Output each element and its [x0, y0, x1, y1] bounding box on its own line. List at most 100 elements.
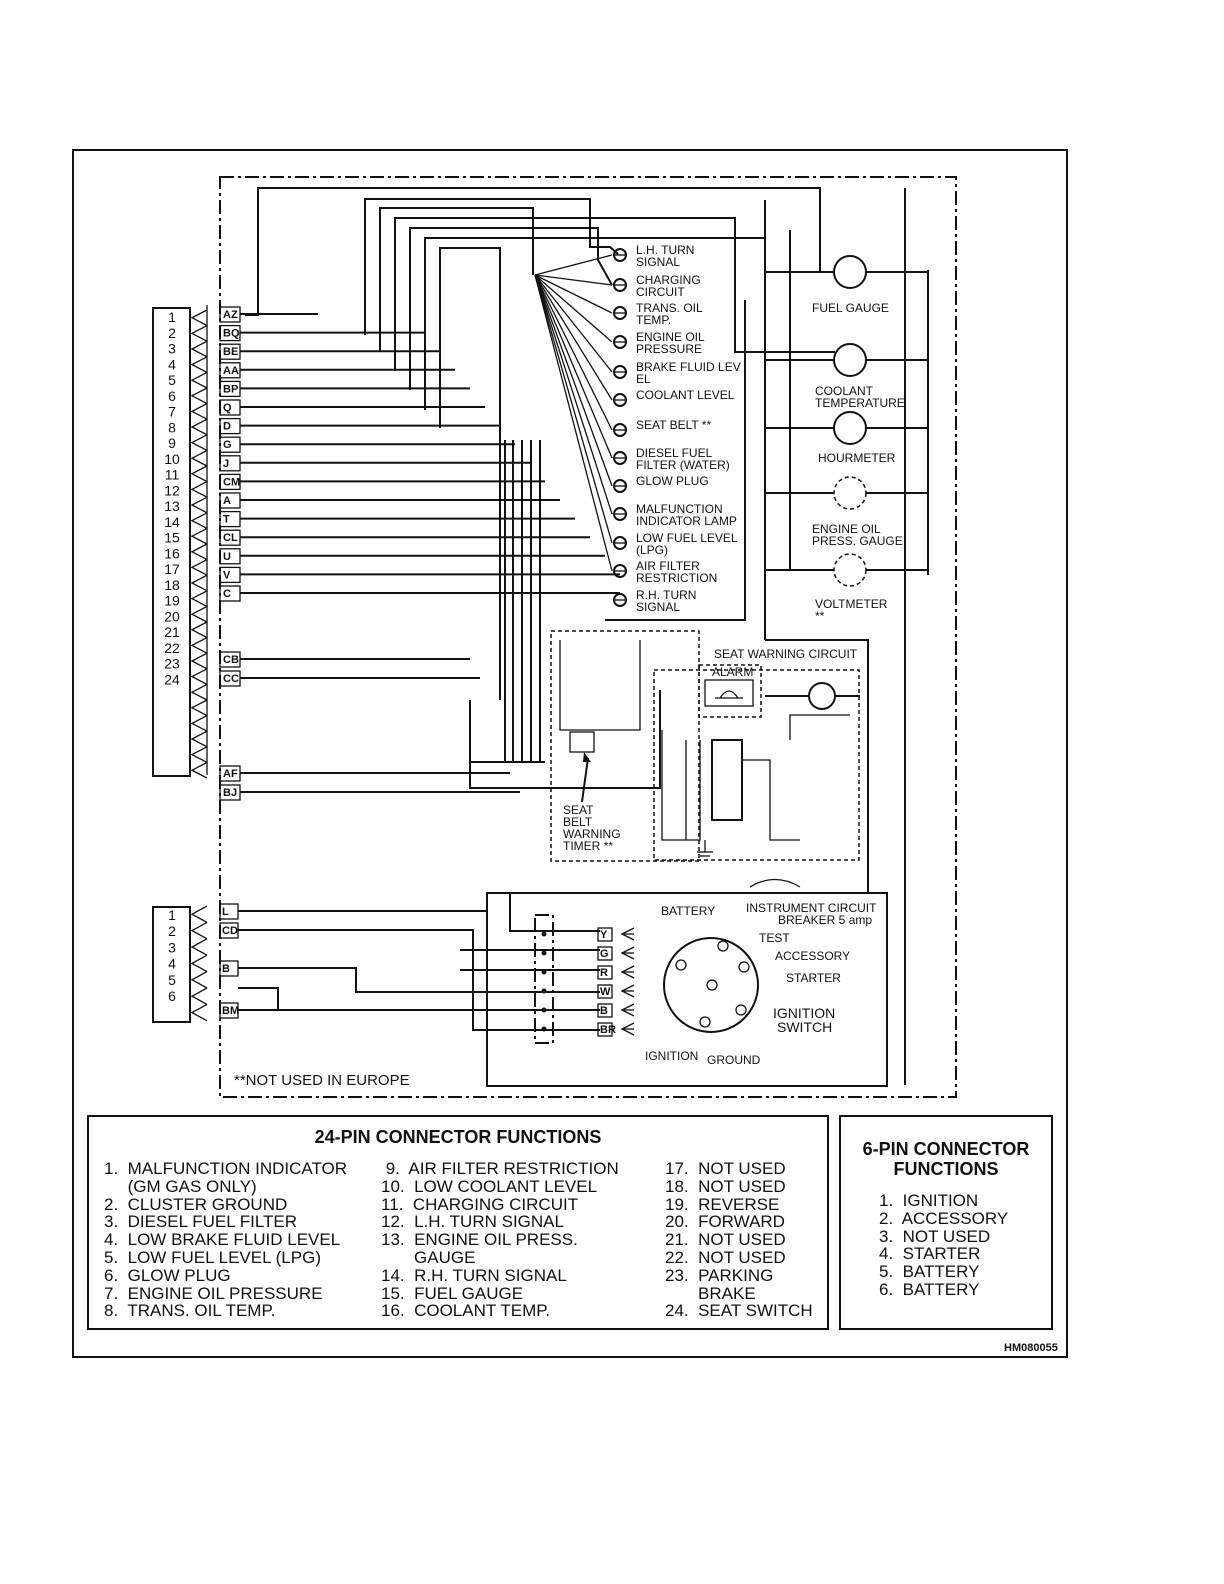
lamp-label: INDICATOR LAMP	[636, 514, 737, 528]
table-24pin-col3-line: 23. PARKING	[665, 1265, 774, 1285]
starter-label: STARTER	[786, 971, 841, 985]
table-24pin-col1-line: 6. GLOW PLUG	[104, 1265, 231, 1285]
connector24-pin-18: 18	[164, 577, 180, 593]
connector24-pin-10: 10	[164, 451, 180, 467]
table-6pin-item-line: 3. NOT USED	[879, 1226, 991, 1246]
connector24-terminal	[190, 496, 208, 514]
connector24-code-BP: BP	[223, 383, 238, 395]
table-24pin-title: 24-PIN CONNECTOR FUNCTIONS	[314, 1127, 602, 1147]
table-6pin-item-line: 6. BATTERY	[879, 1279, 980, 1299]
connector24-terminal	[190, 761, 208, 779]
table-24pin-col3-line: 20. FORWARD	[665, 1212, 785, 1232]
lamp-label: FILTER (WATER)	[636, 458, 730, 472]
seat-warning-circuit	[550, 630, 860, 862]
seat-belt-timer-icon	[569, 731, 595, 753]
lamp-label: R.H. TURN	[636, 588, 696, 602]
gauges: FUEL GAUGECOOLANTTEMPERATUREHOURMETERENG…	[765, 255, 928, 623]
table-24pin-col3-line: BRAKE	[665, 1283, 756, 1303]
ignition-terminal-box	[597, 946, 613, 961]
lamp-common-wire	[534, 274, 613, 286]
lamp-socket-icon	[613, 507, 627, 521]
harness-wires	[240, 313, 661, 793]
connector24-terminal	[190, 637, 208, 654]
switch-label-1: IGNITION	[773, 1005, 835, 1021]
lamp-common-wire	[534, 274, 613, 343]
connector24-terminal	[190, 465, 208, 483]
switch-label-2: SWITCH	[777, 1019, 832, 1035]
connector24-terminal	[190, 605, 208, 623]
table-24pin-col3-line: 24. SEAT SWITCH	[665, 1301, 813, 1321]
breaker-label-2: BREAKER 5 amp	[778, 913, 872, 927]
lamp-label: SIGNAL	[636, 600, 680, 614]
connector6-pin-1: 1	[168, 907, 176, 923]
seat-switch-icon	[808, 682, 836, 710]
lamp-socket-icon	[613, 536, 627, 550]
breaker-label-1: INSTRUMENT CIRCUIT	[746, 901, 877, 915]
gauge-icon	[833, 476, 867, 510]
connector24-body	[152, 307, 191, 777]
lamp-socket-icon	[613, 365, 627, 379]
table-24pin-col2-line: 11. CHARGING CIRCUIT	[381, 1194, 579, 1214]
connector6-pin-6: 6	[168, 988, 176, 1004]
connector24-pin-24: 24	[164, 671, 180, 687]
lamp-common-wire	[534, 274, 613, 572]
connector6-terminal	[190, 1003, 208, 1022]
connector24-code-BJ: BJ	[223, 787, 237, 799]
lamp-socket-icon	[613, 479, 627, 493]
table-24pin-col1-line: (GM GAS ONLY)	[104, 1176, 257, 1196]
lamp-label: (LPG)	[636, 543, 668, 557]
gauge-icon	[833, 343, 867, 377]
table-6pin-item-line: 4. STARTER	[879, 1244, 981, 1264]
timer-label-3: WARNING	[563, 827, 621, 841]
connector24-terminal	[190, 356, 208, 373]
gauge-icon	[833, 255, 867, 289]
connector24-terminal	[190, 730, 208, 748]
lamp-label: CIRCUIT	[636, 285, 685, 299]
lamp-socket-icon	[613, 451, 627, 465]
connector6-code-CD: CD	[222, 925, 238, 937]
lamp-socket-icon	[613, 306, 627, 320]
connector24-code-AZ: AZ	[223, 309, 238, 321]
connector6-terminal	[190, 971, 208, 989]
lamp-common-wire	[534, 274, 613, 544]
connector24-terminal	[190, 715, 208, 732]
lamp-label: DIESEL FUEL	[636, 446, 713, 460]
table-24pin-col1-line: 3. DIESEL FUEL FILTER	[104, 1212, 298, 1232]
connector24-terminal	[190, 543, 208, 561]
ignition-terminal-box	[597, 965, 613, 980]
connector24-pin-15: 15	[164, 530, 180, 546]
table-24pin-col3-line: 21. NOT USED	[665, 1230, 786, 1250]
lamp-label: BRAKE FLUID LEV	[636, 360, 741, 374]
connector24-pin-11: 11	[165, 467, 180, 483]
circuit-breaker-icon	[749, 878, 801, 888]
lamp-common-wire	[534, 254, 613, 276]
lamp-label: COOLANT LEVEL	[636, 388, 735, 402]
gauge-label: HOURMETER	[818, 451, 896, 465]
table-6pin-item-line: 2. ACCESSORY	[879, 1208, 1009, 1228]
table-6pin-title: 6-PIN CONNECTOR FUNCTIONS	[841, 1139, 1051, 1179]
connector24-code-J: J	[223, 458, 229, 470]
connector24-pin-5: 5	[168, 372, 176, 388]
ignition-terminal-B: B	[600, 1005, 608, 1017]
connector24-pin-21: 21	[164, 624, 180, 640]
connector24-terminal	[190, 418, 208, 436]
connector6-pin-4: 4	[168, 956, 176, 972]
table-24pin-col2-line: 16. COOLANT TEMP.	[381, 1301, 551, 1321]
connector24-code-T: T	[223, 514, 230, 526]
test-label: TEST	[759, 931, 790, 945]
figure-code: HM080055	[1004, 1342, 1058, 1354]
connector24-terminal	[190, 309, 208, 327]
connector24-terminal	[190, 449, 208, 467]
table-24pin-col1-line: 5. LOW FUEL LEVEL (LPG)	[104, 1247, 321, 1267]
lamp-socket-icon	[613, 248, 627, 262]
lamp-label: MALFUNCTION	[636, 502, 723, 516]
lamp-label: EL	[636, 372, 651, 386]
connector6-wires	[238, 910, 600, 1031]
gauge-label: PRESS. GAUGE	[812, 534, 903, 548]
connector24-terminal	[190, 668, 208, 685]
gauge-label: **	[815, 609, 825, 623]
lamp-socket-icon	[613, 393, 627, 407]
connector24-code-V: V	[223, 569, 231, 581]
